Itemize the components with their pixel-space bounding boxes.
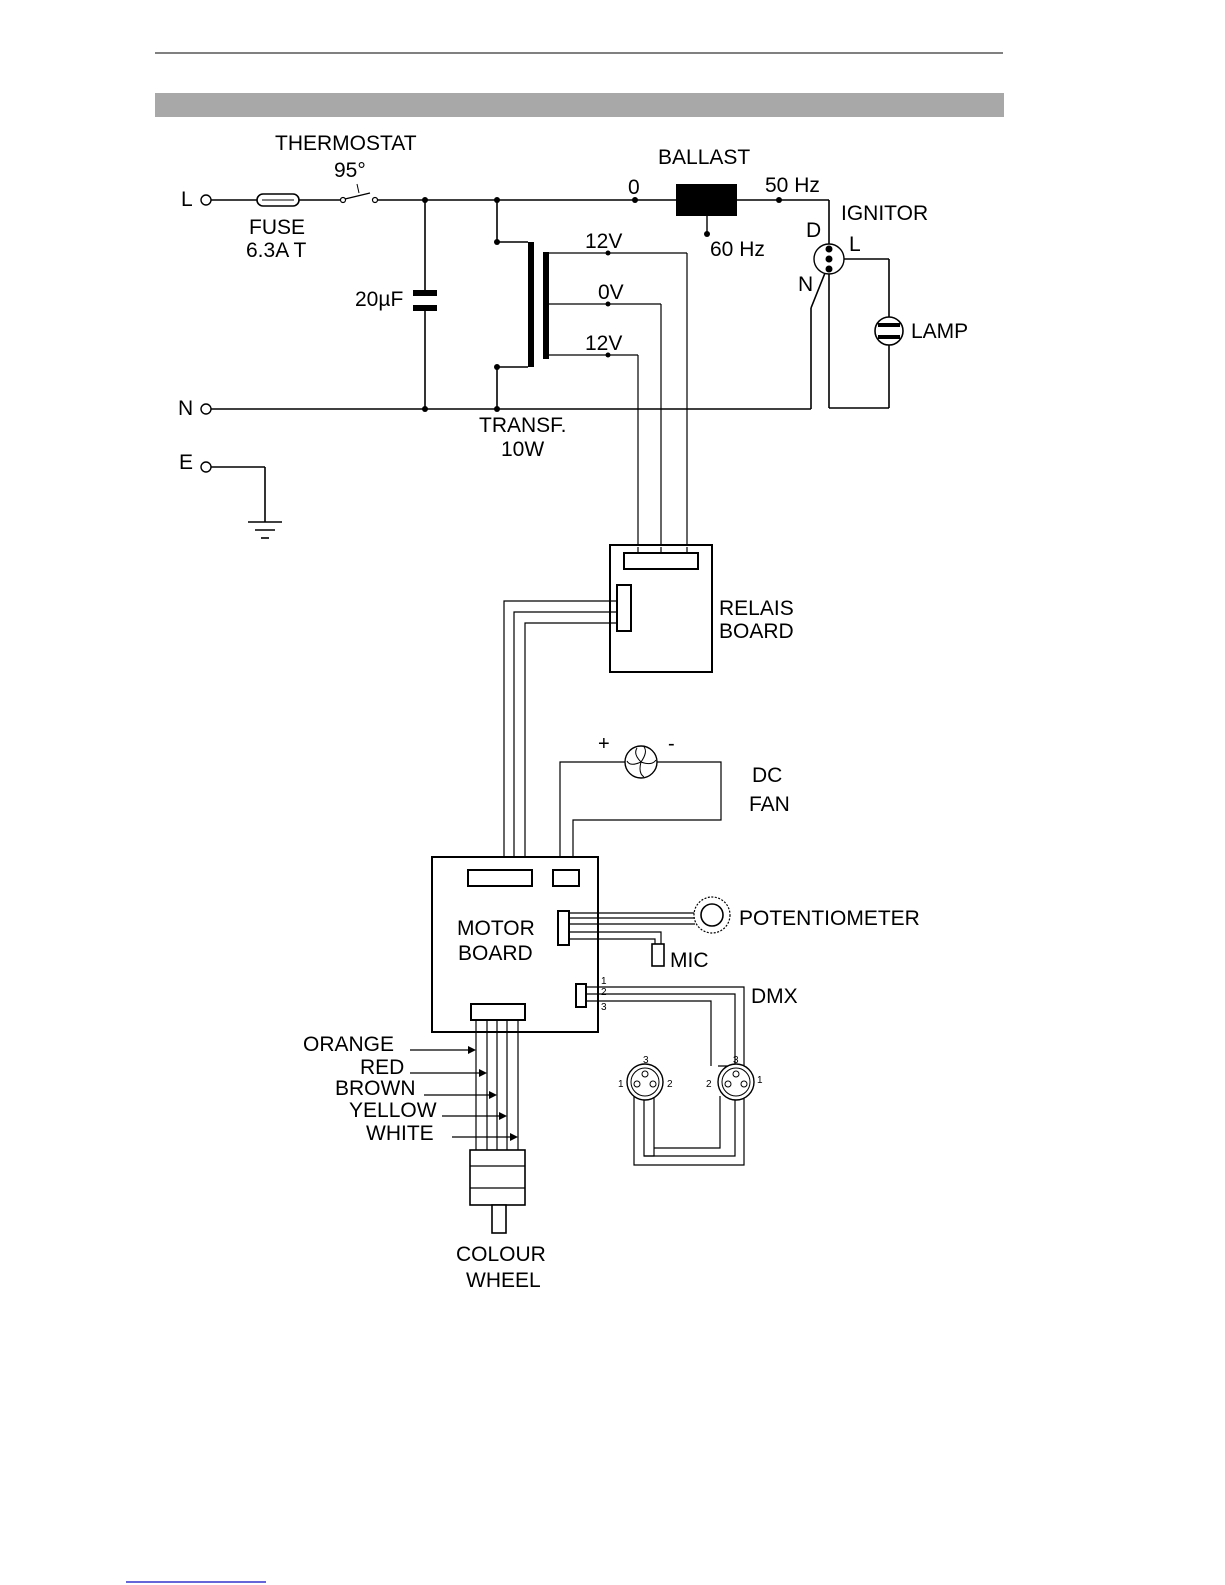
label-fuse-rating: 6.3A T (246, 239, 306, 262)
label-ignitor: IGNITOR (841, 202, 928, 225)
label-fuse: FUSE (249, 216, 305, 239)
lamp-symbol (875, 317, 903, 345)
label-dmx: DMX (751, 985, 798, 1008)
label-dmx-left-pin3: 3 (643, 1055, 649, 1066)
label-fan-minus: - (668, 733, 675, 755)
label-ignitor-n: N (798, 273, 813, 296)
terminal-l (201, 195, 211, 205)
label-capacitor: 20µF (355, 288, 403, 311)
label-mains-l: L (181, 188, 193, 211)
label-relais-line2: BOARD (719, 620, 794, 643)
label-ballast-50hz: 50 Hz (765, 174, 820, 197)
relais-side-connector (617, 585, 631, 631)
motor-bottom-connector (471, 1004, 525, 1020)
motor-dmx-connector (576, 984, 586, 1007)
capacitor-symbol (413, 290, 437, 311)
relais-top-connector (624, 553, 698, 569)
label-potentiometer: POTENTIOMETER (739, 907, 920, 930)
label-thermostat: THERMOSTAT (275, 132, 417, 155)
label-tap-0v: 0V (598, 281, 624, 304)
label-colour-line1: COLOUR (456, 1243, 546, 1266)
label-tap-12v-top: 12V (585, 230, 622, 253)
label-mains-n: N (178, 397, 193, 420)
dmx-left-connector-icon (627, 1064, 663, 1100)
motor-icon (470, 1150, 525, 1233)
label-dmx-right-pin1: 1 (757, 1075, 763, 1086)
label-wire-yellow: YELLOW (349, 1099, 437, 1122)
thermostat-switch (341, 184, 378, 203)
label-wire-red: RED (360, 1056, 404, 1079)
label-dmx-right-pin2: 2 (706, 1079, 712, 1090)
label-tap-12v-bottom: 12V (585, 332, 622, 355)
label-dmx-pin-2: 2 (601, 987, 607, 998)
label-dmx-left-pin1: 1 (618, 1079, 624, 1090)
label-motor-line1: MOTOR (457, 917, 535, 940)
label-ignitor-l: L (849, 233, 861, 256)
label-ignitor-d: D (806, 219, 821, 242)
fuse-symbol (257, 194, 299, 206)
label-transformer: TRANSF. (479, 414, 567, 437)
potentiometer-icon (694, 897, 730, 933)
mains-wiring (211, 200, 889, 538)
label-wire-brown: BROWN (335, 1077, 416, 1100)
label-mains-e: E (179, 451, 193, 474)
label-relais-line1: RELAIS (719, 597, 794, 620)
label-dmx-pin-3: 3 (601, 1002, 607, 1013)
ballast-symbol (676, 184, 737, 237)
label-fan-plus: + (598, 733, 610, 755)
label-ballast-60hz: 60 Hz (710, 238, 765, 261)
label-lamp: LAMP (911, 320, 968, 343)
motor-top-connector-left (468, 870, 532, 886)
ignitor-symbol (814, 244, 844, 274)
terminal-e (201, 462, 211, 472)
label-wire-orange: ORANGE (303, 1033, 394, 1056)
motor-side-connector (558, 911, 569, 945)
label-transformer-power: 10W (501, 438, 544, 461)
label-mic: MIC (670, 949, 709, 972)
dmx-right-connector-icon (718, 1064, 754, 1100)
terminal-n (201, 404, 211, 414)
label-dmx-left-pin2: 2 (667, 1079, 673, 1090)
colour-wheel-wiring (476, 1020, 518, 1150)
mic-icon (652, 944, 664, 966)
label-wire-white: WHITE (366, 1122, 434, 1145)
label-ballast-zero: 0 (628, 176, 640, 199)
label-dmx-right-pin3: 3 (733, 1055, 739, 1066)
motor-top-connector-right (553, 870, 579, 886)
fan-icon (625, 746, 657, 778)
label-thermostat-temp: 95° (334, 159, 366, 182)
label-ballast: BALLAST (658, 146, 750, 169)
label-motor-line2: BOARD (458, 942, 533, 965)
label-fan: FAN (749, 793, 790, 816)
label-colour-line2: WHEEL (466, 1269, 541, 1292)
header-band (155, 93, 1004, 117)
label-dmx-pin-1: 1 (601, 976, 607, 987)
label-dc: DC (752, 764, 782, 787)
transformer-symbol (528, 242, 549, 367)
